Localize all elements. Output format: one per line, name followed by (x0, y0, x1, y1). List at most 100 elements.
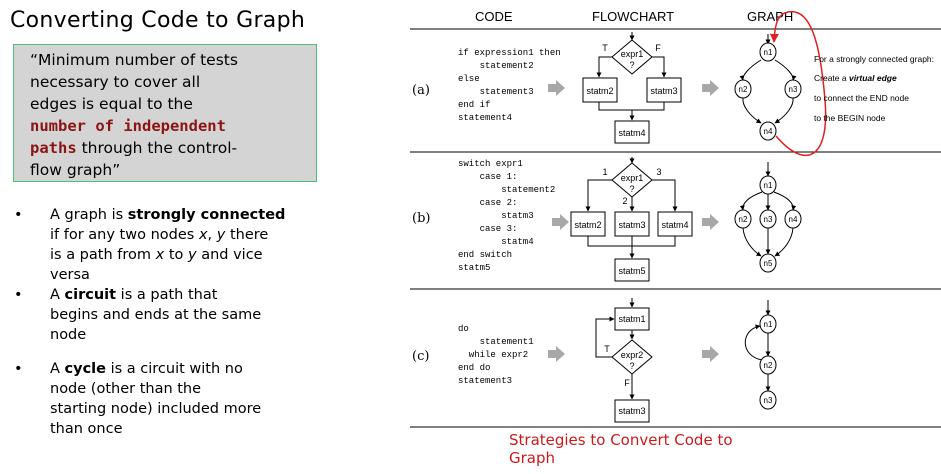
bullet-text: if for any two nodes (50, 227, 199, 243)
process-box (614, 120, 650, 144)
gray-arrow-icon (548, 346, 565, 362)
node-label: n2 (739, 215, 748, 224)
code-line: else (458, 74, 480, 84)
graph-node (759, 42, 777, 62)
node-label: n1 (764, 181, 773, 190)
flow-c-cond-q: ? (629, 361, 634, 371)
bullet-marker: • (14, 287, 23, 303)
quote-line-1: “Minimum number of tests (30, 51, 238, 69)
code-line: end switch (458, 250, 512, 260)
graph-node (759, 314, 777, 334)
note-text: Create a (814, 73, 849, 83)
flow-a-true-label: T (602, 43, 608, 53)
node-label: n3 (764, 215, 773, 224)
process-box (582, 77, 618, 103)
graph-node (784, 79, 802, 99)
code-line: do (458, 324, 469, 334)
term-circuit: circuit (64, 287, 117, 303)
bullet-marker: • (14, 361, 23, 377)
caption-line-2: Graph (509, 449, 556, 467)
gray-arrow-icon (702, 80, 719, 96)
flow-c-true-label: T (604, 344, 610, 354)
flowchart-a (582, 32, 682, 144)
code-line: statement2 (458, 61, 534, 71)
bullet-text: A (50, 361, 65, 377)
flow-b-box4: statm5 (618, 266, 645, 276)
quote-line-4: number of independent (30, 115, 308, 137)
bullet-strongly-connected: • A graph is strongly connected if for a… (14, 205, 324, 285)
code-line: while expr2 (458, 350, 528, 360)
node-label: n5 (764, 259, 773, 268)
bullet-text: to (164, 247, 188, 263)
figure-caption: Strategies to Convert Code to Graph (509, 431, 733, 467)
definitions-list: • A graph is strongly connected if for a… (14, 205, 324, 439)
flow-a-box1: statm2 (586, 86, 613, 96)
bullet-text: node (50, 327, 87, 343)
graph-node (784, 209, 802, 229)
flow-a-box2: statm3 (650, 86, 677, 96)
flow-c-box2: statm3 (618, 406, 645, 416)
decision-diamond (611, 39, 653, 75)
code-block-c: do statement1 while expr2 end do stateme… (458, 324, 534, 386)
gray-arrow-icon (548, 80, 565, 96)
note-line-2: Create a virtual edge (814, 73, 897, 83)
code-line: statement4 (458, 113, 512, 123)
note-virtual-edge: virtual edge (849, 73, 897, 83)
code-line: statement3 (458, 87, 534, 97)
process-box (614, 399, 650, 423)
flowchart-b (570, 157, 693, 282)
process-box (657, 211, 693, 237)
quote-line-6: flow graph” (30, 161, 121, 179)
node-label: n1 (764, 320, 773, 329)
quote-highlight-1: number of independent (30, 117, 226, 135)
quote-highlight-2: paths (30, 139, 77, 157)
bullet-text: versa (50, 267, 90, 283)
code-line: case 2: (458, 198, 517, 208)
virtual-edge (769, 11, 827, 156)
bullet-text: and vice (196, 247, 263, 263)
var-x: x (155, 247, 165, 263)
flow-a-false-label: F (655, 43, 661, 53)
bullet-text: A (50, 287, 65, 303)
graph-node (759, 253, 777, 273)
graph-node (759, 121, 777, 141)
row-label-a: (a) (412, 83, 430, 98)
code-to-graph-figure: CODE FLOWCHART GRAPH (a) (b) (c) if expr… (410, 9, 941, 428)
flow-c-false-label: F (624, 378, 630, 388)
term-strongly-connected: strongly connected (127, 207, 286, 223)
node-label: n3 (789, 85, 798, 94)
row-label-b: (b) (412, 211, 430, 226)
graph-node (759, 175, 777, 195)
code-line: end if (458, 100, 490, 110)
bullet-text: there (225, 227, 269, 243)
flow-b-label-2: 2 (622, 196, 627, 206)
header-graph: GRAPH (747, 9, 793, 24)
node-label: n4 (789, 215, 798, 224)
header-flowchart: FLOWCHART (592, 9, 674, 24)
slide-title: Converting Code to Graph (10, 8, 306, 33)
note-line-3: to connect the END node (814, 93, 909, 103)
flow-b-label-3: 3 (656, 167, 661, 177)
flow-b-box1: statm2 (574, 220, 601, 230)
code-line: statement2 (458, 185, 555, 195)
term-cycle: cycle (64, 361, 106, 377)
note-line-1: For a strongly connected graph: (814, 54, 934, 64)
flow-b-label-1: 1 (602, 167, 607, 177)
flow-b-box3: statm4 (661, 220, 688, 230)
bullet-text: begins and ends at the same (50, 307, 262, 323)
flow-a-box3: statm4 (618, 128, 645, 138)
bullet-text: node (other than the (50, 381, 202, 397)
header-code: CODE (475, 9, 513, 24)
gray-arrow-icon (552, 214, 569, 230)
node-label: n4 (764, 127, 773, 136)
graph-node (759, 209, 777, 229)
transition-arrows (548, 80, 719, 362)
code-line: switch expr1 (458, 159, 523, 169)
flowchart-c (595, 298, 653, 423)
code-line: statement3 (458, 376, 512, 386)
flow-a-cond: expr1 (621, 49, 644, 59)
quote-line-2: necessary to cover all (30, 73, 201, 91)
flow-b-cond-q: ? (629, 184, 634, 194)
node-label: n2 (764, 361, 773, 370)
quote-line-3: edges is equal to the (30, 95, 193, 113)
